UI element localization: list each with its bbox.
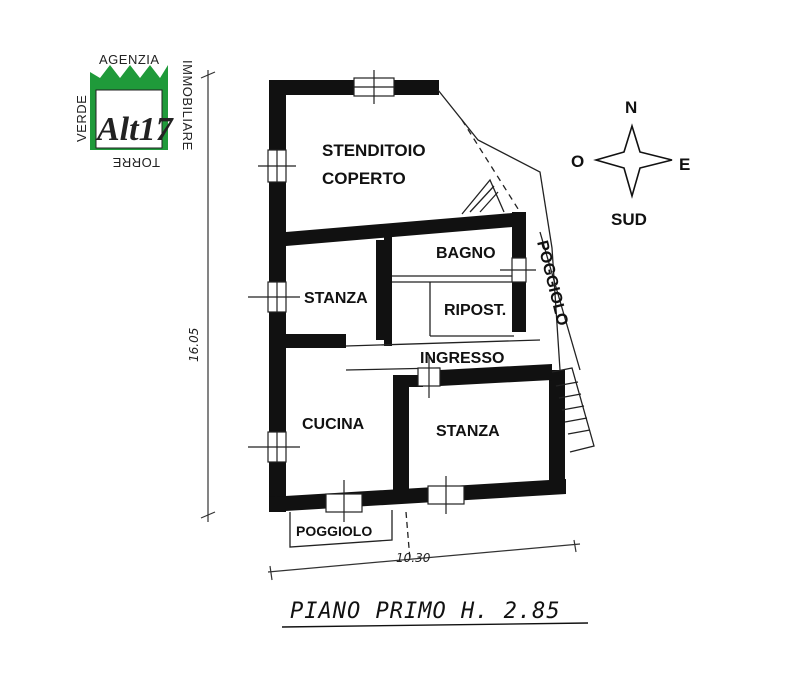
label-cucina: CUCINA	[302, 416, 365, 433]
logo-word-immobiliare: IMMOBILIARE	[180, 60, 195, 151]
height-dimension-label: 16.05	[187, 328, 201, 362]
label-poggiolo-bottom: POGGIOLO	[296, 523, 372, 539]
compass-rose: N O E SUD	[571, 98, 690, 229]
wall-bagno-left	[384, 236, 392, 346]
label-stenditoio: STENDITOIO	[322, 141, 426, 160]
compass-east: E	[679, 155, 690, 174]
compass-west: O	[571, 152, 584, 171]
compass-south: SUD	[611, 210, 647, 229]
width-dimension: 10.30	[267, 539, 581, 581]
logo-white-box	[95, 89, 163, 149]
logo-word-torre: TORRE	[112, 155, 160, 170]
wall-ingresso-bottom	[440, 364, 552, 386]
logo-mark: Alt17	[95, 111, 175, 148]
agency-logo: Alt17 AGENZIA VERDE IMMOBILIARE TORRE	[74, 52, 195, 170]
compass-star-icon	[593, 123, 673, 199]
compass-north: N	[625, 98, 637, 117]
label-poggiolo-side: POGGIOLO	[533, 239, 571, 328]
windows	[248, 70, 536, 522]
label-coperto: COPERTO	[322, 169, 406, 188]
wall-ingresso-stub	[393, 375, 423, 387]
height-dimension: 16.05	[187, 70, 216, 522]
label-ripost: RIPOST.	[444, 302, 506, 319]
wall-cucina-stanza	[393, 378, 409, 498]
wall-bottom	[269, 479, 566, 512]
label-bagno: BAGNO	[436, 245, 496, 262]
thin-lines	[289, 89, 595, 561]
width-dimension-label: 10.30	[396, 551, 431, 565]
plan-title: PIANO PRIMO H. 2.85	[290, 599, 561, 624]
logo-word-verde: VERDE	[74, 95, 89, 142]
wall-stenditoio-bottom	[286, 212, 524, 246]
logo-word-agenzia: AGENZIA	[99, 52, 160, 67]
label-stanza-right: STANZA	[436, 423, 500, 440]
plan-title-group: PIANO PRIMO H. 2.85	[281, 599, 589, 628]
wall-stanza-cucina	[286, 334, 346, 348]
label-ingresso: INGRESSO	[420, 350, 504, 367]
wall-right-lower	[549, 370, 565, 490]
label-stanza-left: STANZA	[304, 290, 368, 307]
